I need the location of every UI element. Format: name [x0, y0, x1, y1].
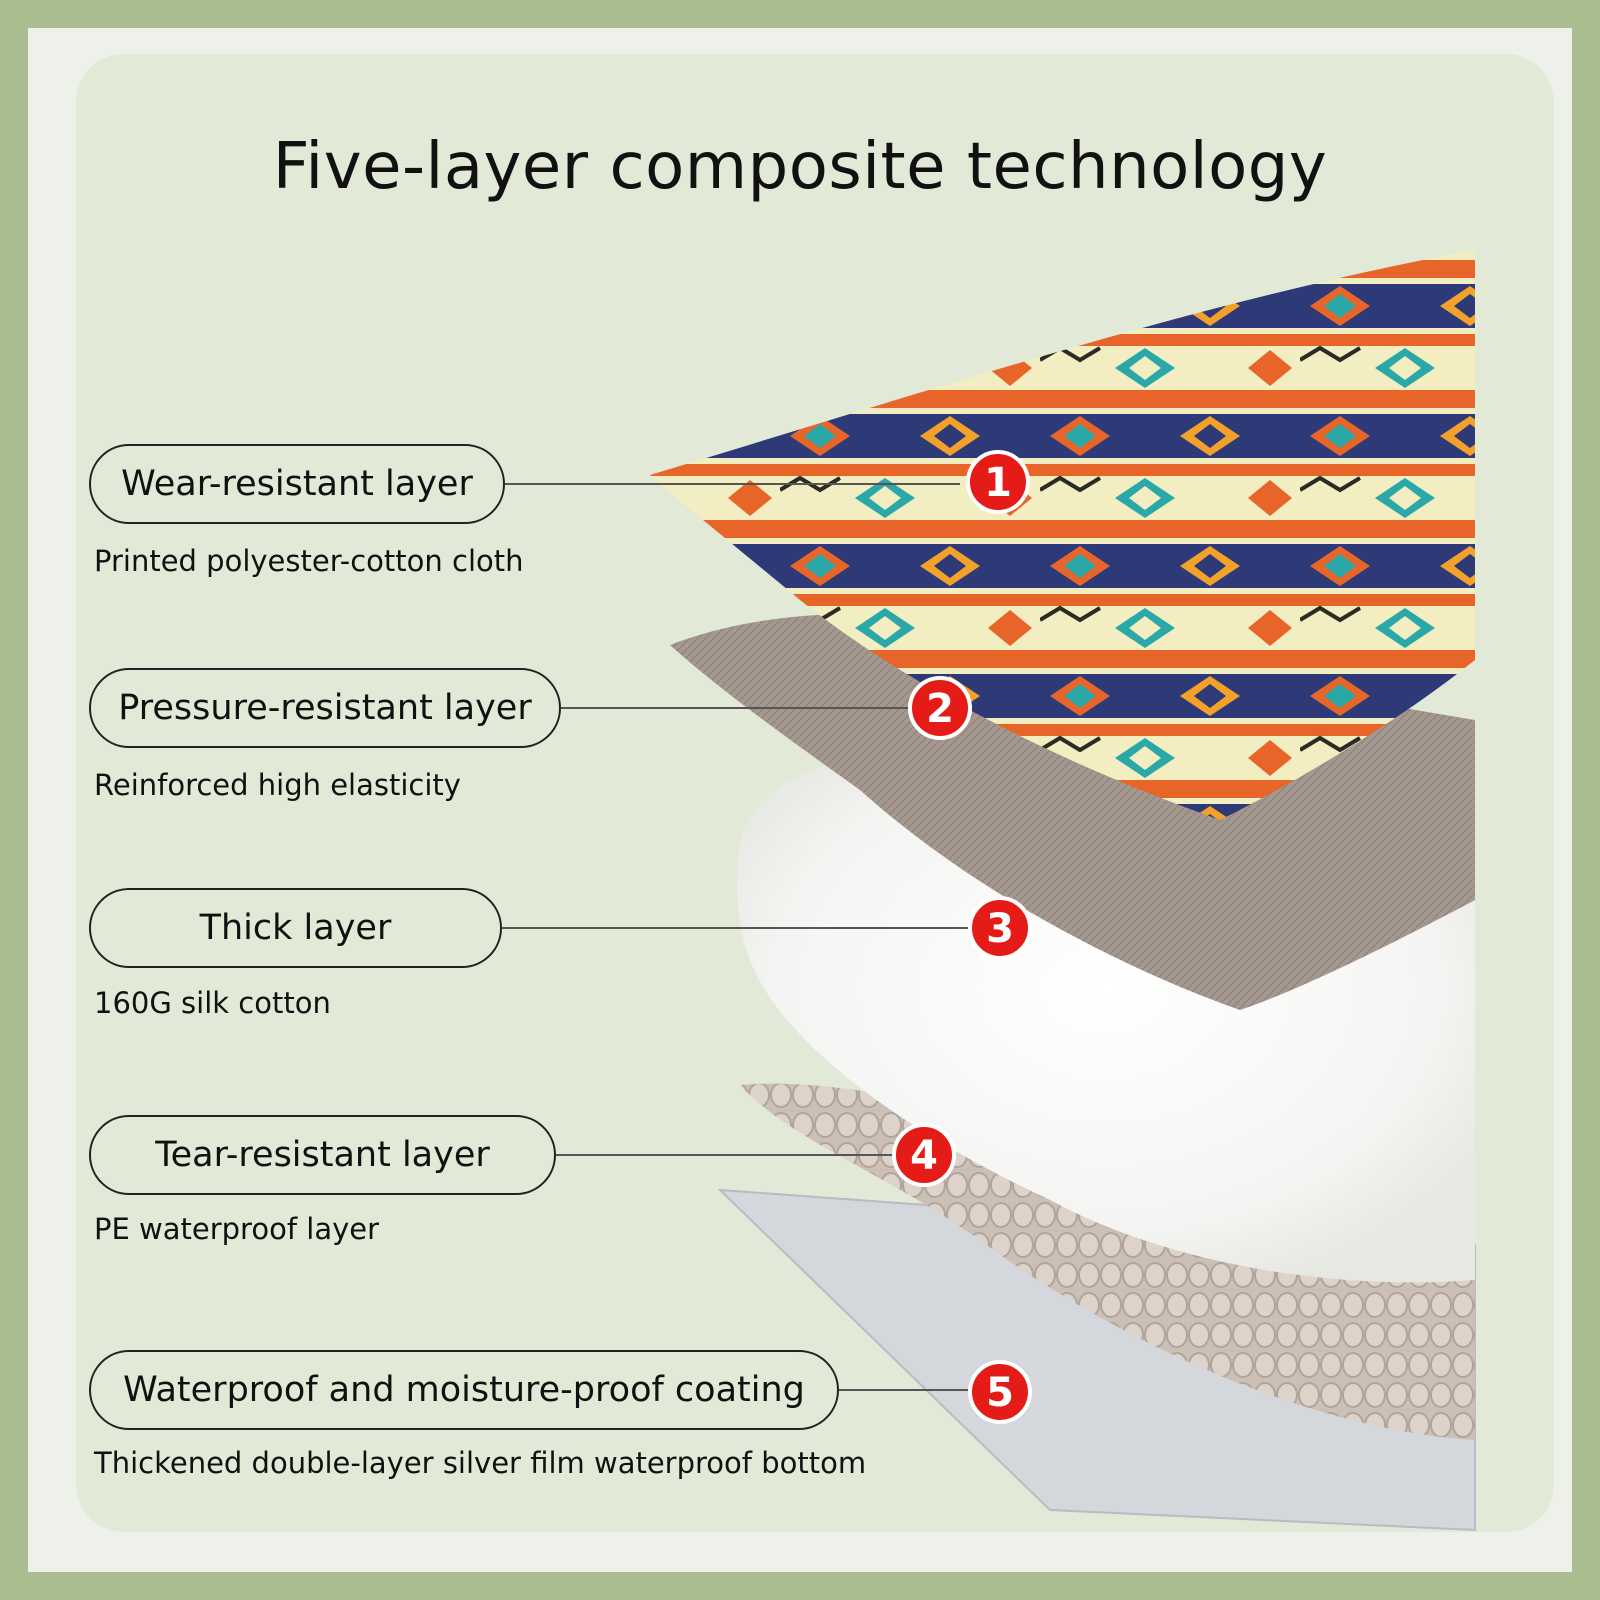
layer-5-description: Thickened double-layer silver film water…: [94, 1446, 867, 1480]
badge-4: 4: [892, 1123, 956, 1187]
layer-2-description: Reinforced high elasticity: [94, 768, 461, 802]
layer-3-label: Thick layer: [89, 888, 502, 968]
layer-3-description: 160G silk cotton: [94, 986, 331, 1020]
layer-1-label: Wear-resistant layer: [89, 444, 505, 524]
layer-5-label: Waterproof and moisture-proof coating: [89, 1350, 839, 1430]
badge-number-5: 5: [986, 1370, 1014, 1416]
badge-3: 3: [968, 896, 1032, 960]
badge-1: 1: [966, 450, 1030, 514]
badge-number-1: 1: [984, 460, 1012, 506]
badge-number-2: 2: [926, 686, 954, 732]
badge-2: 2: [908, 676, 972, 740]
badge-number-4: 4: [910, 1133, 938, 1179]
badge-5: 5: [968, 1360, 1032, 1424]
layer-2-label: Pressure-resistant layer: [89, 668, 561, 748]
layer-1-description: Printed polyester-cotton cloth: [94, 544, 524, 578]
layer-4-description: PE waterproof layer: [94, 1212, 380, 1246]
page-title: Five-layer composite technology: [272, 130, 1328, 204]
fabric-layer: [650, 250, 1475, 820]
layer-4-label: Tear-resistant layer: [89, 1115, 556, 1195]
badge-number-3: 3: [986, 906, 1014, 952]
